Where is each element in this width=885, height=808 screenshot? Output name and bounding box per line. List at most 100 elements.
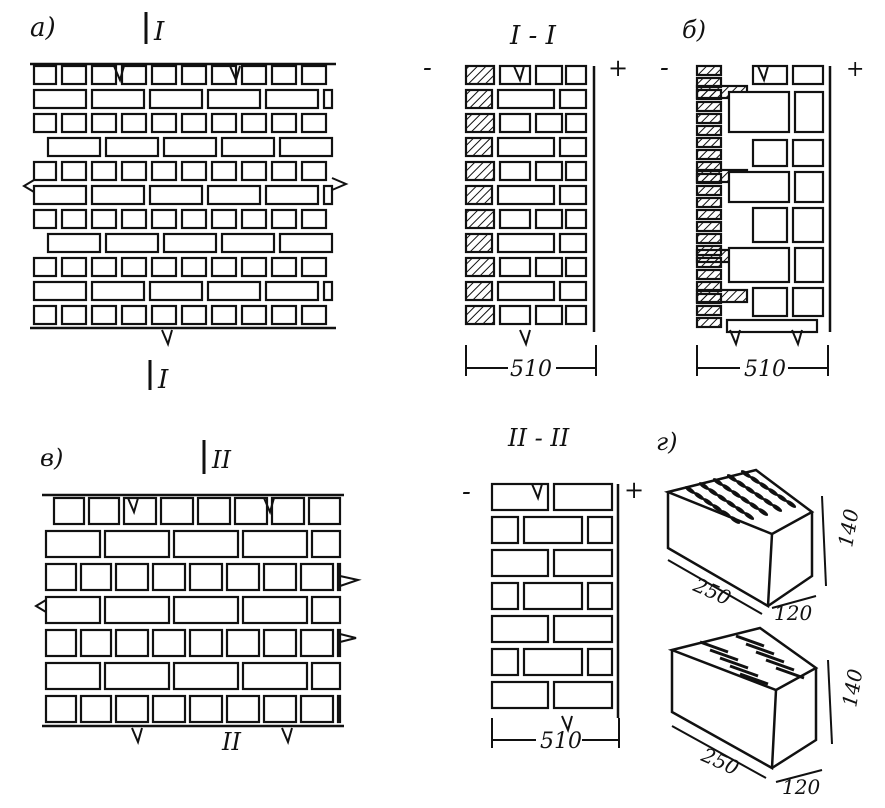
brick	[564, 112, 588, 134]
brick	[522, 515, 584, 545]
brick	[90, 88, 146, 110]
brick	[695, 208, 723, 221]
brick	[564, 64, 588, 86]
brick	[464, 304, 496, 326]
brick	[300, 112, 328, 134]
brick	[695, 268, 723, 281]
brick	[79, 628, 113, 658]
brick	[695, 112, 723, 125]
brick	[695, 184, 723, 197]
brick	[310, 595, 342, 625]
brick-hole	[712, 478, 724, 486]
brick	[210, 256, 238, 278]
brick	[464, 136, 494, 158]
brick	[307, 496, 342, 526]
brick	[151, 562, 187, 592]
brick-slot	[709, 648, 739, 662]
brick-hole	[740, 470, 752, 478]
brick	[464, 64, 496, 86]
brick-hole	[744, 486, 756, 494]
brick-hole	[748, 502, 760, 510]
brick	[464, 88, 494, 110]
brick	[120, 160, 148, 182]
brick	[300, 208, 328, 230]
brick	[159, 496, 195, 526]
brick	[120, 112, 148, 134]
section-marker-1-bottom: I	[157, 365, 169, 395]
brick	[90, 184, 146, 206]
brick	[114, 694, 150, 724]
brick-hole	[693, 492, 705, 500]
brick	[52, 496, 86, 526]
brick	[241, 529, 309, 559]
brick	[695, 316, 723, 329]
brick-slot	[755, 650, 785, 664]
brick	[299, 628, 335, 658]
section-1-dimension: 510	[465, 345, 597, 382]
brick	[322, 280, 334, 302]
brick	[695, 196, 723, 209]
break-mark	[229, 65, 241, 83]
brick-hole	[707, 488, 719, 496]
brick	[172, 529, 240, 559]
brick	[32, 256, 58, 278]
brick	[336, 562, 342, 592]
brick-hole	[753, 492, 765, 500]
brick	[336, 628, 342, 658]
brick	[120, 208, 148, 230]
brick	[150, 160, 178, 182]
brick-slot	[765, 658, 795, 672]
brick-slot	[775, 666, 805, 680]
brick	[522, 581, 584, 611]
panel-b-minus: -	[660, 53, 669, 83]
brick	[210, 208, 238, 230]
brick	[300, 256, 328, 278]
brick-1-height: 140	[833, 507, 863, 549]
brick	[558, 136, 588, 158]
brick	[172, 661, 240, 691]
section-2-minus: -	[462, 477, 471, 507]
brick-hole	[698, 482, 710, 490]
brick	[87, 496, 121, 526]
brick	[727, 170, 791, 204]
section-2-drawing	[490, 482, 620, 733]
brick	[264, 280, 320, 302]
brick	[270, 160, 298, 182]
brick	[241, 661, 309, 691]
brick	[791, 64, 825, 86]
brick	[498, 112, 532, 134]
brick	[206, 184, 262, 206]
brick	[240, 256, 268, 278]
brick	[220, 136, 276, 158]
brick	[695, 124, 723, 137]
panel-g-label: г)	[656, 428, 678, 456]
brick	[791, 138, 825, 168]
brick	[751, 286, 789, 318]
side-break-left	[22, 179, 35, 193]
brick	[490, 647, 520, 677]
brick	[695, 232, 723, 245]
brick	[225, 694, 261, 724]
brick	[751, 206, 789, 244]
brick	[270, 496, 306, 526]
brick	[496, 184, 556, 206]
brick	[464, 112, 496, 134]
brick	[490, 581, 520, 611]
brick	[552, 482, 614, 512]
break-mark	[131, 727, 143, 745]
brick	[225, 628, 261, 658]
brick	[695, 64, 723, 77]
brick	[586, 515, 614, 545]
brick	[206, 88, 262, 110]
brick	[240, 64, 268, 86]
brick	[241, 595, 309, 625]
brick	[151, 694, 187, 724]
brick	[79, 694, 113, 724]
brick-hole	[684, 486, 696, 494]
brick	[150, 64, 178, 86]
section-1-drawing	[464, 64, 596, 347]
brick	[552, 680, 614, 710]
brick	[240, 160, 268, 182]
brick	[150, 256, 178, 278]
brick	[188, 562, 224, 592]
